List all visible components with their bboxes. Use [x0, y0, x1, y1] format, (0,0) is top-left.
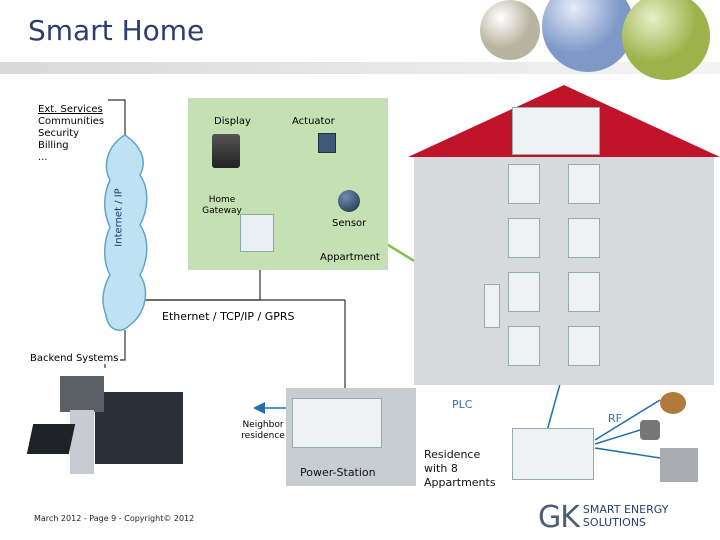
neighbor-label: Neighbor residence — [241, 420, 285, 441]
meter — [568, 272, 600, 312]
apartment-area — [188, 98, 388, 270]
plc-label: PLC — [452, 398, 473, 411]
server-unit — [60, 376, 104, 412]
water-meter-icon — [660, 392, 686, 414]
meter — [508, 218, 540, 258]
meter — [568, 218, 600, 258]
ext-services-list: Ext. Services Communities Security Billi… — [38, 104, 104, 164]
internet-cloud — [102, 135, 148, 331]
gas-meter-icon — [660, 448, 698, 482]
collector — [484, 284, 500, 328]
server-tower — [70, 410, 94, 474]
heat-meter-icon — [640, 420, 660, 440]
actuator-icon — [318, 133, 336, 153]
power-station-label: Power-Station — [300, 466, 376, 479]
gateway-label: Home Gateway — [202, 195, 242, 216]
residence-building — [408, 85, 720, 385]
meter — [508, 272, 540, 312]
residence-label: Residence with 8 Appartments — [424, 448, 496, 489]
apartment-label: Appartment — [320, 252, 380, 263]
server-rack — [95, 392, 183, 464]
gateway-icon — [240, 214, 274, 252]
title-divider — [0, 62, 720, 74]
ext-service-item: Communities — [38, 116, 105, 127]
display-icon — [212, 134, 240, 168]
roof-meter — [512, 107, 600, 155]
page-title: Smart Home — [28, 14, 205, 47]
actuator-label: Actuator — [292, 116, 335, 127]
sensor-icon — [338, 190, 360, 212]
laptop-icon — [26, 424, 76, 454]
network-label: Ethernet / TCP/IP / GPRS — [162, 310, 295, 323]
meter — [568, 326, 600, 366]
ext-services-heading: Ext. Services — [38, 104, 103, 115]
internet-label: Internet / IP — [113, 188, 125, 247]
logo-gk: GK — [538, 500, 580, 535]
backend-servers — [26, 372, 185, 480]
ext-service-item: ... — [38, 152, 48, 163]
rf-label: RF — [608, 412, 622, 425]
decorative-balls — [480, 0, 710, 80]
meter — [508, 164, 540, 204]
ext-service-item: Security — [38, 128, 80, 139]
power-station-meter — [292, 398, 382, 448]
logo-text: Smart Energy Solutions — [582, 503, 669, 529]
company-logo: GK Smart Energy Solutions — [538, 500, 720, 535]
ext-service-item: Billing — [38, 140, 69, 151]
backend-label: Backend Systems — [28, 353, 121, 364]
footer-text: March 2012 - Page 9 - Copyright© 2012 — [34, 514, 195, 523]
display-label: Display — [214, 116, 251, 127]
residence-meters — [420, 160, 710, 382]
sensor-label: Sensor — [332, 218, 367, 229]
meter — [568, 164, 600, 204]
residence-gateway — [512, 428, 594, 480]
meter — [508, 326, 540, 366]
